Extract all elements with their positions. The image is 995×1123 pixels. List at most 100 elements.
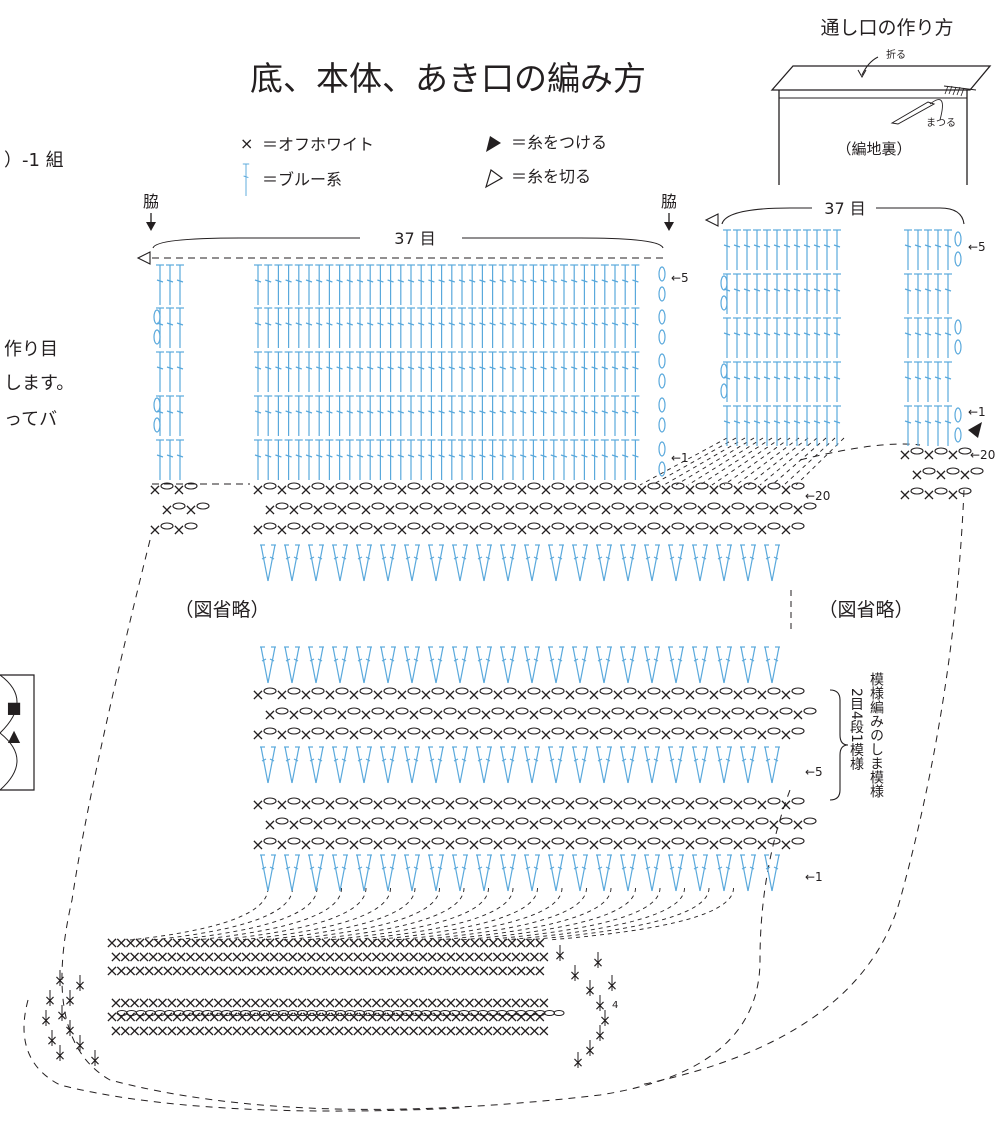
treble-stitch [294, 307, 304, 349]
single-crochet [934, 465, 948, 484]
treble-stitch [600, 395, 610, 437]
chain-stitch [731, 817, 745, 825]
treble-stitch [722, 229, 732, 271]
single-crochet [275, 520, 289, 539]
single-crochet [659, 520, 673, 539]
single-crochet [515, 480, 529, 499]
treble-stitch [406, 395, 416, 437]
chain-stitch [419, 502, 433, 510]
chain-stitch [515, 817, 529, 825]
decrease-line [723, 437, 791, 486]
treble-stitch [396, 307, 406, 349]
treble-stitch [528, 395, 539, 437]
treble-stitch [165, 264, 175, 306]
single-crochet [659, 725, 673, 744]
treble-stitch [822, 317, 832, 359]
treble-stitch [175, 351, 185, 393]
single-crochet [719, 500, 733, 519]
legend-off-white-label: ＝オフホワイト [262, 135, 374, 154]
single-crochet [299, 685, 313, 704]
treble-stitch [165, 307, 175, 349]
single-crochet [443, 685, 457, 704]
treble-stitch [365, 307, 375, 349]
treble-stitch [518, 351, 528, 393]
single-crochet [431, 500, 445, 519]
single-crochet [383, 500, 397, 519]
chain-stitch [467, 502, 481, 510]
chain-stitch [683, 817, 697, 825]
chain-stitch [683, 502, 697, 510]
treble-stitch [742, 229, 752, 271]
single-crochet [635, 480, 649, 499]
treble-stitch [263, 264, 273, 306]
treble-stitch [943, 317, 953, 359]
treble-stitch [559, 395, 569, 437]
single-crochet [431, 815, 445, 834]
chain-stitch [791, 727, 805, 735]
treble-stitch [426, 307, 436, 349]
treble-stitch [508, 307, 518, 349]
chain-stitch [335, 797, 349, 805]
treble-stitch [304, 395, 314, 437]
wrong-side-label: （編地裏） [836, 140, 911, 158]
v-stitch [451, 646, 469, 684]
chain-stitch [311, 727, 325, 735]
single-crochet [251, 835, 265, 854]
chain-stitch [263, 797, 277, 805]
chain-stitch [695, 687, 709, 695]
treble-stitch [284, 395, 294, 437]
treble-stitch [610, 439, 620, 481]
treble-stitch [498, 307, 508, 349]
single-crochet [515, 795, 529, 814]
decrease-line [735, 437, 800, 486]
treble-stitch [903, 317, 913, 359]
chain-stitch [263, 687, 277, 695]
v-stitch [307, 646, 325, 684]
treble-stitch [943, 361, 953, 403]
increase-stitch [55, 1004, 69, 1025]
single-crochet [707, 725, 721, 744]
single-crochet [731, 520, 745, 539]
single-crochet [275, 685, 289, 704]
chain-stitch [443, 817, 457, 825]
treble-stitch [324, 351, 334, 393]
treble-stitch [792, 361, 802, 403]
treble-stitch [913, 317, 923, 359]
svg-text:作り目: 作り目 [4, 339, 58, 360]
single-crochet [779, 520, 793, 539]
treble-stitch [426, 351, 436, 393]
chain-stitch [359, 837, 373, 845]
v-stitch [595, 854, 613, 892]
chain-stitch [287, 727, 301, 735]
v-stitch [571, 854, 589, 892]
chain-stitch [431, 727, 445, 735]
treble-stitch [538, 307, 549, 349]
chain-stitch [755, 502, 769, 510]
treble-stitch [253, 395, 263, 437]
single-crochet [791, 500, 805, 519]
chain-stitch [383, 482, 397, 490]
increase-stitch [53, 1044, 67, 1065]
chain-stitch [623, 687, 637, 695]
chain-stitch [575, 727, 589, 735]
v-stitch [259, 646, 277, 684]
chain-stitch [719, 687, 733, 695]
treble-stitch [732, 405, 742, 447]
single-crochet [251, 520, 265, 539]
treble-stitch [467, 439, 477, 481]
treble-stitch [386, 351, 396, 393]
treble-stitch [933, 405, 943, 447]
v-stitch [643, 646, 661, 684]
v-stitch [739, 854, 757, 892]
single-crochet [419, 835, 433, 854]
chain-stitch [611, 502, 625, 510]
svg-text:←1: ←1 [968, 405, 986, 419]
treble-stitch [620, 439, 630, 481]
single-crochet [731, 795, 745, 814]
svg-text:←1: ←1 [805, 870, 823, 884]
chain-stitch [743, 727, 757, 735]
treble-stitch [345, 351, 355, 393]
svg-text:します。: します。 [4, 373, 74, 394]
chain-stitch [647, 522, 661, 530]
treble-stitch [314, 395, 324, 437]
